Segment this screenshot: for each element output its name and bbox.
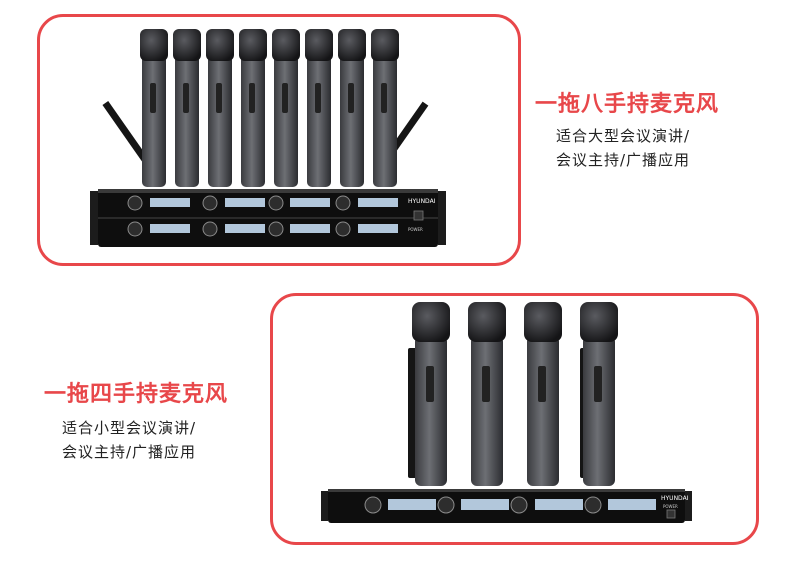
power-switch [413, 210, 424, 221]
description-line-1: 适合小型会议演讲/ [62, 419, 197, 437]
power-switch [666, 509, 676, 519]
heading-four-mic: 一拖四手持麦克风 [44, 382, 229, 407]
brand-label: HYUNDAI [408, 198, 436, 205]
eight-mic-system-image: HYUNDAI POWER [90, 29, 446, 247]
four-mic-system-image: HYUNDAI POWER [321, 302, 692, 523]
heading-eight-mic: 一拖八手持麦克风 [535, 92, 720, 117]
description-line-1: 适合大型会议演讲/ [556, 127, 691, 145]
power-label: POWER [663, 504, 678, 509]
brand-label: HYUNDAI [661, 495, 689, 502]
description-four-mic: 适合小型会议演讲/ 会议主持/广播应用 [62, 416, 196, 464]
power-label: POWER [408, 227, 423, 232]
antenna-left [102, 101, 149, 163]
product-card-four-mic: HYUNDAI POWER [270, 293, 759, 545]
product-card-eight-mic: HYUNDAI POWER [37, 14, 521, 266]
antenna-left [408, 348, 417, 478]
microphones-eight [140, 29, 399, 187]
microphones-four [412, 302, 618, 486]
description-eight-mic: 适合大型会议演讲/ 会议主持/广播应用 [556, 124, 690, 172]
description-line-2: 会议主持/广播应用 [556, 151, 691, 169]
description-line-2: 会议主持/广播应用 [62, 443, 197, 461]
